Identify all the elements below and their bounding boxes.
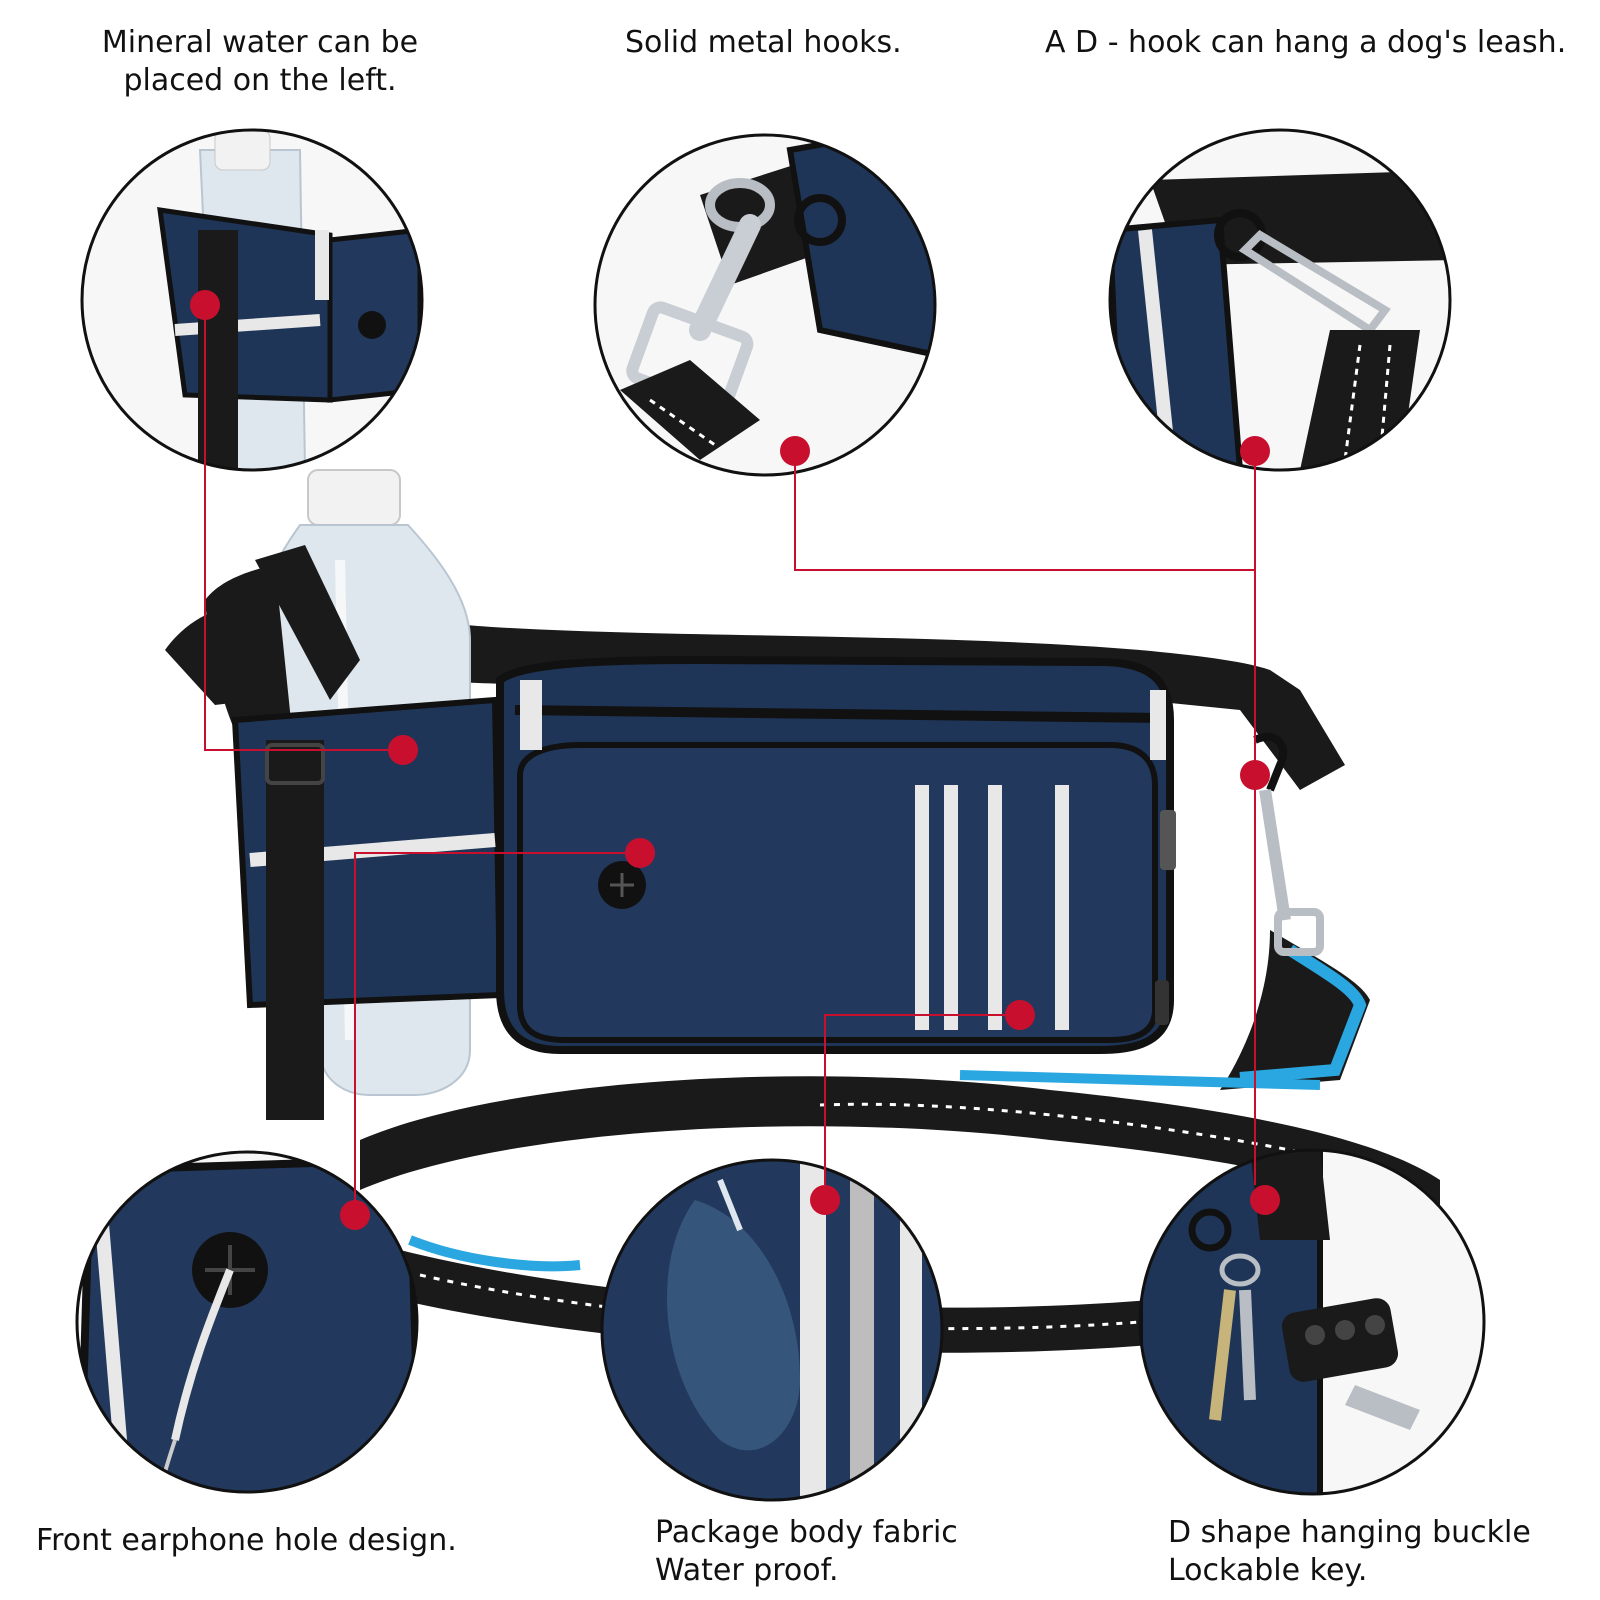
callout-dot [1240, 436, 1270, 466]
callout-dot [388, 735, 418, 765]
caption-waterproof: Package body fabric Water proof. [655, 1514, 958, 1589]
caption-line: Mineral water can be [101, 25, 419, 60]
detail-waterproof [600, 1158, 944, 1502]
caption-metal-hooks: Solid metal hooks. [625, 25, 902, 60]
callout-dot [1240, 760, 1270, 790]
detail-d-hook [1108, 128, 1452, 472]
callout-dot [780, 436, 810, 466]
detail-key-buckle [1138, 1148, 1486, 1496]
detail-bottle-holder [80, 128, 424, 472]
main-pouch [496, 655, 1176, 1054]
callout-dot [1005, 1000, 1035, 1030]
reflective-stripes [915, 785, 1069, 1030]
callout-lines [204, 305, 1256, 1215]
callout-dot [340, 1200, 370, 1230]
caption-mineral-water: Mineral water can be placed on the left. [90, 24, 430, 99]
snap-hook [1253, 732, 1324, 956]
caption-line: Water proof. [655, 1552, 839, 1588]
callout-dot [190, 290, 220, 320]
detail-metal-hooks [593, 133, 937, 477]
elastic-leash [360, 930, 1440, 1353]
callout-dot [1250, 1185, 1280, 1215]
caption-earphone-hole: Front earphone hole design. [36, 1523, 457, 1558]
callout-dots [190, 290, 1280, 1230]
detail-earphone-hole [75, 1150, 419, 1494]
caption-key-buckle: D shape hanging buckle Lockable key. [1168, 1514, 1531, 1589]
caption-line: Lockable key. [1168, 1552, 1368, 1588]
caption-d-hook: A D - hook can hang a dog's leash. [1045, 25, 1567, 60]
caption-line: D shape hanging buckle [1168, 1515, 1531, 1550]
callout-dot [810, 1185, 840, 1215]
caption-line: placed on the left. [123, 62, 397, 98]
caption-line: Package body fabric [655, 1515, 958, 1550]
callout-dot [625, 838, 655, 868]
